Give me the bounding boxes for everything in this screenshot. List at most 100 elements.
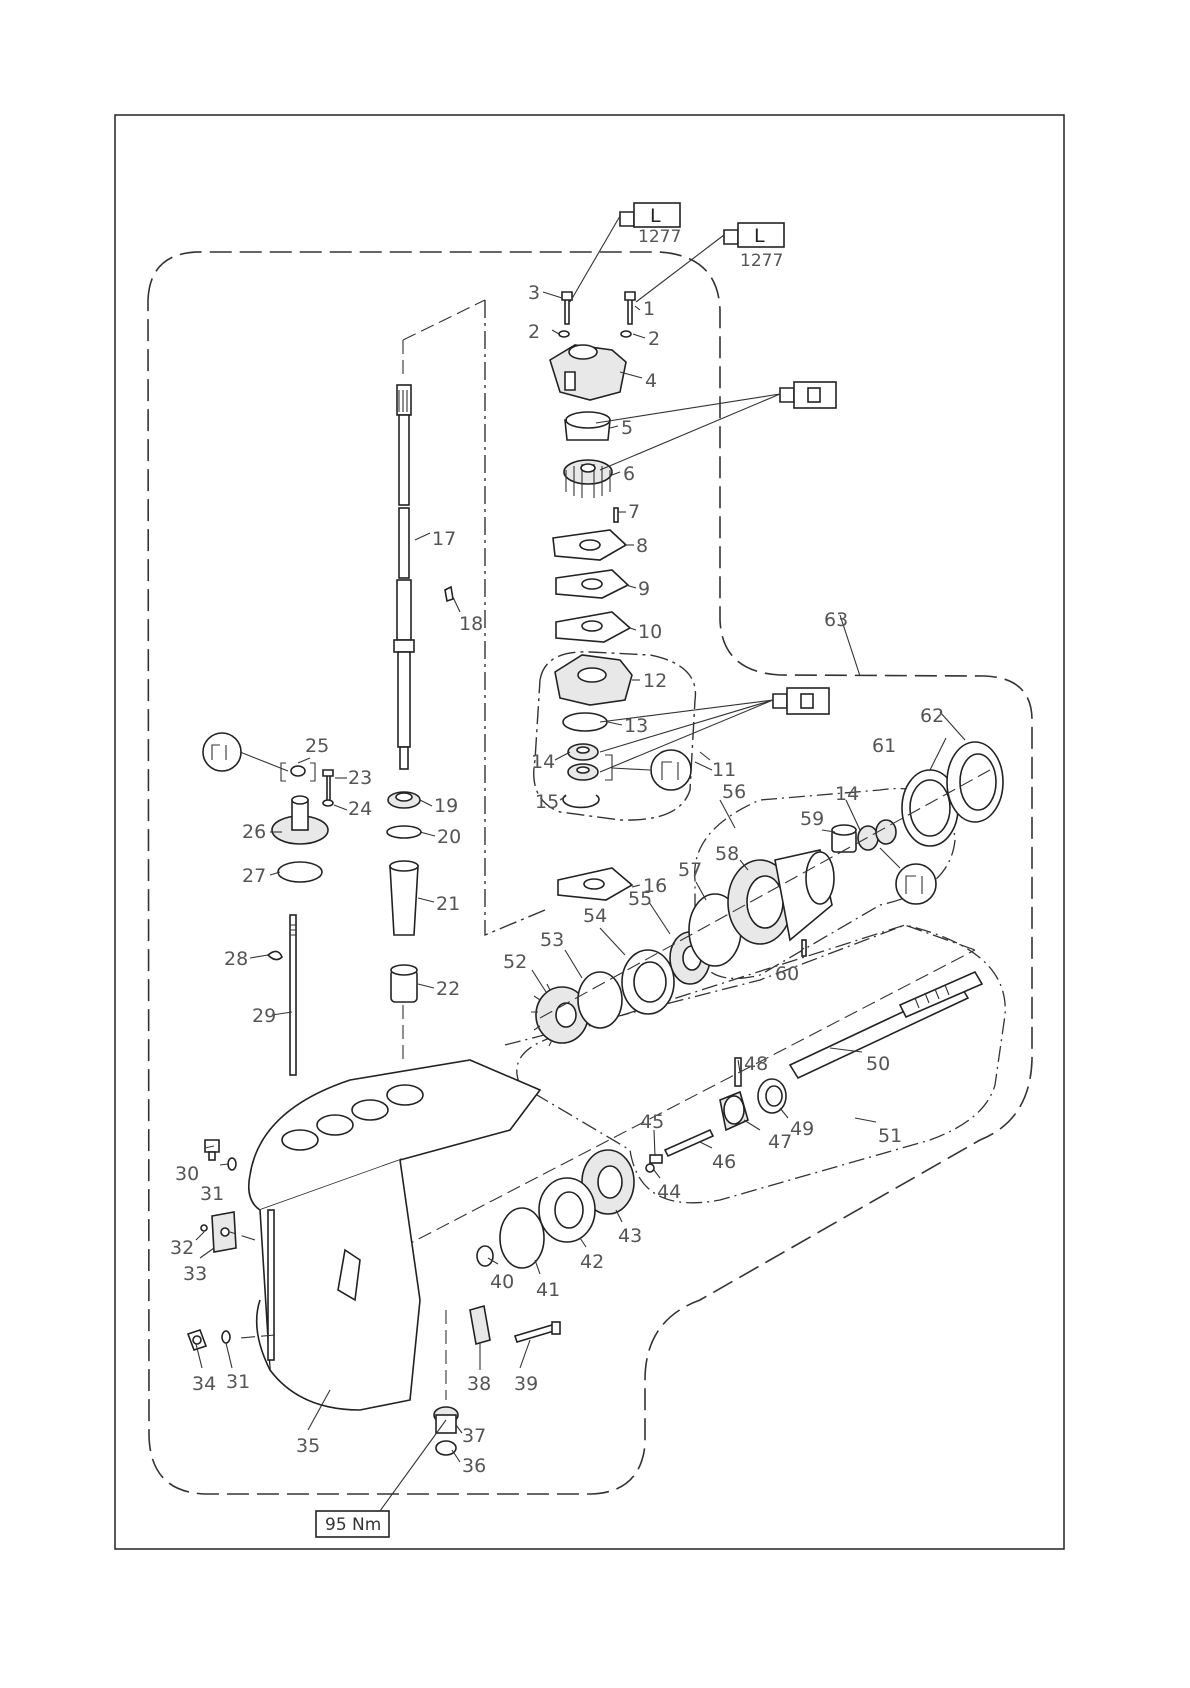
bearing-22 [391, 965, 417, 1002]
washer-2b [621, 331, 631, 337]
gasket-16 [558, 868, 632, 900]
part-label-56: 56 [722, 781, 746, 803]
part-label-45: 45 [640, 1111, 664, 1133]
part-label-5: 5 [621, 417, 633, 439]
part-label-1: 1 [643, 298, 655, 320]
part-label-37: 37 [462, 1425, 486, 1447]
part-label-42: 42 [580, 1251, 604, 1273]
bearing-59 [832, 825, 856, 852]
part-label-13: 13 [624, 715, 648, 737]
part-label-33: 33 [183, 1263, 207, 1285]
part-label-21: 21 [436, 893, 460, 915]
lube-symbol-seal [203, 733, 288, 771]
part-label-55: 55 [628, 888, 652, 910]
part-label-4: 4 [645, 370, 657, 392]
seal-25 [291, 766, 305, 776]
part-label-26: 26 [242, 821, 266, 843]
gasket-31b [222, 1331, 230, 1343]
part-label-8: 8 [636, 535, 648, 557]
seal-19 [388, 792, 420, 808]
part-label-28: 28 [224, 948, 248, 970]
part-label-49: 49 [790, 1118, 814, 1140]
ball-44 [646, 1164, 654, 1172]
part-label-9: 9 [638, 578, 650, 600]
shift-plunger-46 [665, 1130, 713, 1156]
shim-41 [500, 1208, 544, 1268]
part-label-2a: 2 [528, 321, 540, 343]
impeller-6 [564, 460, 612, 498]
dog-clutch-47 [720, 1092, 748, 1130]
washer-2a [559, 331, 569, 337]
gasket-31a [228, 1158, 236, 1170]
trim-tab-38 [470, 1306, 490, 1344]
driveshaft-axis [403, 300, 485, 340]
drive-shaft-17 [394, 340, 414, 769]
seal-symbol-center [605, 750, 691, 790]
part-label-3: 3 [528, 282, 540, 304]
part-label-14a: 14 [531, 751, 555, 773]
gasket-10 [556, 612, 630, 642]
sleeve-21 [390, 861, 418, 935]
lower-casing-35 [249, 1060, 540, 1410]
part-label-47: 47 [768, 1131, 792, 1153]
bolt-1 [625, 292, 635, 324]
part-label-63: 63 [824, 609, 848, 631]
bolt-39 [515, 1322, 560, 1342]
spring-49 [758, 1079, 786, 1113]
part-label-6: 6 [623, 463, 635, 485]
plug-30 [205, 1140, 219, 1160]
seal-14b [568, 764, 598, 780]
gasket-8 [553, 530, 626, 560]
part-label-7: 7 [628, 501, 640, 523]
part-label-35: 35 [296, 1435, 320, 1457]
holder-40 [477, 1246, 493, 1266]
bearing-42 [539, 1178, 595, 1242]
part-label-20: 20 [437, 826, 461, 848]
lube-letter-b: L [754, 225, 765, 247]
part-label-24: 24 [348, 798, 372, 820]
part-label-44: 44 [657, 1181, 681, 1203]
lube-letter-a: L [650, 205, 661, 227]
o-ring-20 [387, 826, 421, 838]
part-label-39: 39 [514, 1373, 538, 1395]
seal-14a [568, 744, 598, 760]
washer-24 [323, 800, 333, 806]
part-label-11: 11 [712, 759, 736, 781]
part-label-22: 22 [436, 978, 460, 1000]
part-label-29: 29 [252, 1005, 276, 1027]
part-label-48: 48 [744, 1053, 768, 1075]
nut-36 [436, 1441, 456, 1455]
part-label-34: 34 [192, 1373, 216, 1395]
subgroup-outline [485, 300, 545, 935]
part-label-41: 41 [536, 1279, 560, 1301]
seal-symbol-right [880, 848, 936, 904]
part-label-31b: 31 [226, 1371, 250, 1393]
part-label-38: 38 [467, 1373, 491, 1395]
part-label-23: 23 [348, 767, 372, 789]
bracket-left [281, 763, 286, 781]
cover-62 [947, 742, 1003, 822]
pump-base-12 [555, 655, 632, 705]
part-label-58: 58 [715, 843, 739, 865]
bracket-right [310, 763, 315, 781]
part-label-59: 59 [800, 808, 824, 830]
anode-33 [212, 1212, 236, 1252]
part-label-32: 32 [170, 1237, 194, 1259]
shift-rod-holder-26 [272, 796, 328, 844]
part-label-46: 46 [712, 1151, 736, 1173]
part-label-53: 53 [540, 929, 564, 951]
bearing-54 [622, 950, 674, 1014]
part-label-15: 15 [535, 791, 559, 813]
part-label-14b: 14 [835, 783, 859, 805]
shift-rod-29 [290, 915, 296, 1075]
lube-code-b: 1277 [740, 251, 783, 271]
part-label-27: 27 [242, 865, 266, 887]
part-label-17: 17 [432, 528, 456, 550]
clip-28 [268, 951, 282, 959]
part-label-40: 40 [490, 1271, 514, 1293]
part-label-30: 30 [175, 1163, 199, 1185]
part-label-61: 61 [872, 735, 896, 757]
pin-18 [445, 587, 453, 601]
